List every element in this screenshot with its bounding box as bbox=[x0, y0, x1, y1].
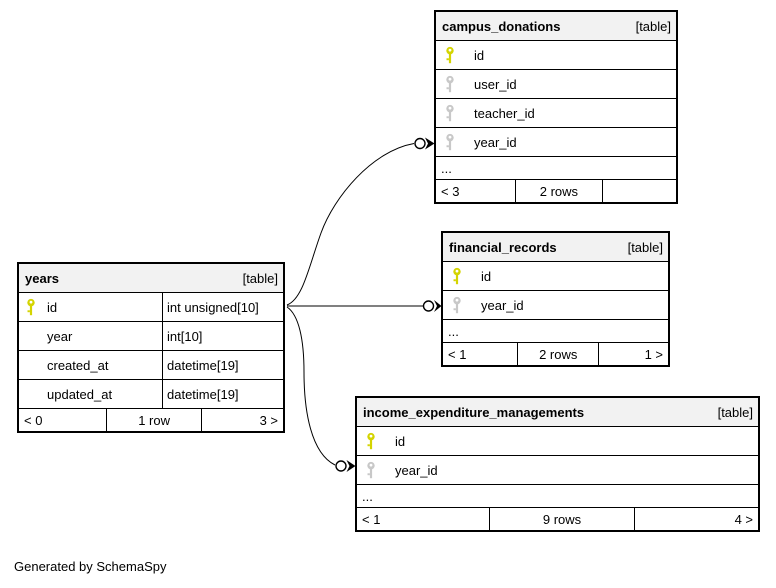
table-financial-records[interactable]: financial_records [table] id year_id ...… bbox=[441, 231, 670, 367]
column-type: datetime[19] bbox=[162, 380, 283, 408]
column-name: id bbox=[481, 268, 492, 284]
zero-or-one-circle bbox=[422, 300, 435, 312]
column-row-updated-at: updated_at datetime[19] bbox=[19, 379, 283, 408]
relationship-line bbox=[286, 306, 336, 466]
column-row-teacher-id: teacher_id bbox=[436, 98, 676, 127]
column-row-user-id: user_id bbox=[436, 69, 676, 98]
column-name: user_id bbox=[474, 76, 517, 92]
primary-key-icon bbox=[444, 46, 474, 64]
table-name[interactable]: campus_donations bbox=[442, 18, 561, 34]
table-type-tag: [table] bbox=[717, 404, 753, 420]
foreign-key-icon bbox=[444, 133, 474, 151]
table-name[interactable]: years bbox=[25, 270, 59, 286]
relationship-years-income-expenditure-managements bbox=[286, 306, 356, 472]
hidden-columns-ellipsis: ... bbox=[443, 319, 668, 342]
row-count: 2 rows bbox=[517, 343, 598, 365]
column-name-cell: year_id bbox=[443, 291, 668, 319]
column-name-cell: id bbox=[436, 41, 676, 69]
foreign-key-icon bbox=[365, 461, 395, 479]
row-count: 2 rows bbox=[515, 180, 601, 202]
table-income-expenditure-managements[interactable]: income_expenditure_managements [table] i… bbox=[355, 396, 760, 532]
column-name: year_id bbox=[474, 134, 517, 150]
generator-note: Generated by SchemaSpy bbox=[14, 559, 167, 574]
column-type: int[10] bbox=[162, 322, 283, 350]
column-name: id bbox=[474, 47, 485, 63]
parent-count: < 1 bbox=[448, 346, 467, 362]
column-name-cell: year_id bbox=[436, 128, 676, 156]
column-name-cell: id bbox=[443, 262, 668, 290]
row-count: 1 row bbox=[106, 409, 201, 431]
hidden-columns-ellipsis: ... bbox=[436, 156, 676, 179]
column-name-cell: id bbox=[357, 427, 758, 455]
arrowhead-icon bbox=[434, 300, 442, 312]
table-type-tag: [table] bbox=[635, 18, 671, 34]
table-footer: < 3 2 rows bbox=[436, 179, 676, 202]
table-footer: < 1 9 rows 4 > bbox=[357, 507, 758, 530]
column-row-year: year int[10] bbox=[19, 321, 283, 350]
table-footer: < 1 2 rows 1 > bbox=[443, 342, 668, 365]
table-header[interactable]: income_expenditure_managements [table] bbox=[357, 398, 758, 426]
child-count bbox=[601, 180, 676, 202]
column-row-id: id bbox=[357, 426, 758, 455]
primary-key-icon bbox=[365, 432, 395, 450]
child-count: 3 > bbox=[201, 409, 283, 431]
column-name: updated_at bbox=[47, 386, 113, 402]
column-name: created_at bbox=[47, 357, 109, 373]
column-name: year_id bbox=[481, 297, 524, 313]
relationship-years-financial-records bbox=[287, 300, 442, 312]
table-campus-donations[interactable]: campus_donations [table] id user_id bbox=[434, 10, 678, 204]
relationship-years-campus-donations bbox=[286, 137, 435, 306]
zero-or-one-circle bbox=[414, 137, 426, 150]
arrowhead-icon bbox=[425, 137, 435, 150]
column-name-cell: year bbox=[19, 322, 162, 350]
parent-count: < 3 bbox=[441, 183, 460, 199]
column-row-year-id: year_id bbox=[443, 290, 668, 319]
table-years[interactable]: years [table] id int unsigned[10] year i… bbox=[17, 262, 285, 433]
table-footer: < 0 1 row 3 > bbox=[19, 408, 283, 431]
column-name-cell: created_at bbox=[19, 351, 162, 379]
table-header[interactable]: campus_donations [table] bbox=[436, 12, 676, 40]
row-count: 9 rows bbox=[489, 508, 633, 530]
column-name-cell: updated_at bbox=[19, 380, 162, 408]
column-type: int unsigned[10] bbox=[162, 293, 283, 321]
column-name-cell: user_id bbox=[436, 70, 676, 98]
column-name-cell: id bbox=[19, 293, 162, 321]
foreign-key-icon bbox=[444, 75, 474, 93]
table-name[interactable]: income_expenditure_managements bbox=[363, 404, 585, 420]
table-header[interactable]: financial_records [table] bbox=[443, 233, 668, 261]
relationship-line bbox=[286, 143, 415, 306]
child-count: 1 > bbox=[598, 343, 668, 365]
column-row-id: id bbox=[443, 261, 668, 290]
column-row-id: id bbox=[436, 40, 676, 69]
column-name: id bbox=[47, 299, 58, 315]
arrowhead-icon bbox=[346, 460, 356, 472]
parent-count: < 0 bbox=[24, 412, 43, 428]
foreign-key-icon bbox=[451, 296, 481, 314]
column-row-id: id int unsigned[10] bbox=[19, 292, 283, 321]
column-name-cell: year_id bbox=[357, 456, 758, 484]
zero-or-one-circle bbox=[335, 460, 347, 472]
table-type-tag: [table] bbox=[627, 239, 663, 255]
column-type: datetime[19] bbox=[162, 351, 283, 379]
table-name[interactable]: financial_records bbox=[449, 239, 557, 255]
primary-key-icon bbox=[451, 267, 481, 285]
column-name: year_id bbox=[395, 462, 438, 478]
column-row-year-id: year_id bbox=[357, 455, 758, 484]
table-header[interactable]: years [table] bbox=[19, 264, 283, 292]
child-count: 4 > bbox=[633, 508, 758, 530]
hidden-columns-ellipsis: ... bbox=[357, 484, 758, 507]
column-row-year-id: year_id bbox=[436, 127, 676, 156]
foreign-key-icon bbox=[444, 104, 474, 122]
primary-key-icon bbox=[25, 298, 47, 316]
parent-count: < 1 bbox=[362, 511, 381, 527]
column-name-cell: teacher_id bbox=[436, 99, 676, 127]
column-row-created-at: created_at datetime[19] bbox=[19, 350, 283, 379]
column-name: id bbox=[395, 433, 406, 449]
column-name: year bbox=[47, 328, 73, 344]
column-name: teacher_id bbox=[474, 105, 535, 121]
table-type-tag: [table] bbox=[242, 270, 278, 286]
